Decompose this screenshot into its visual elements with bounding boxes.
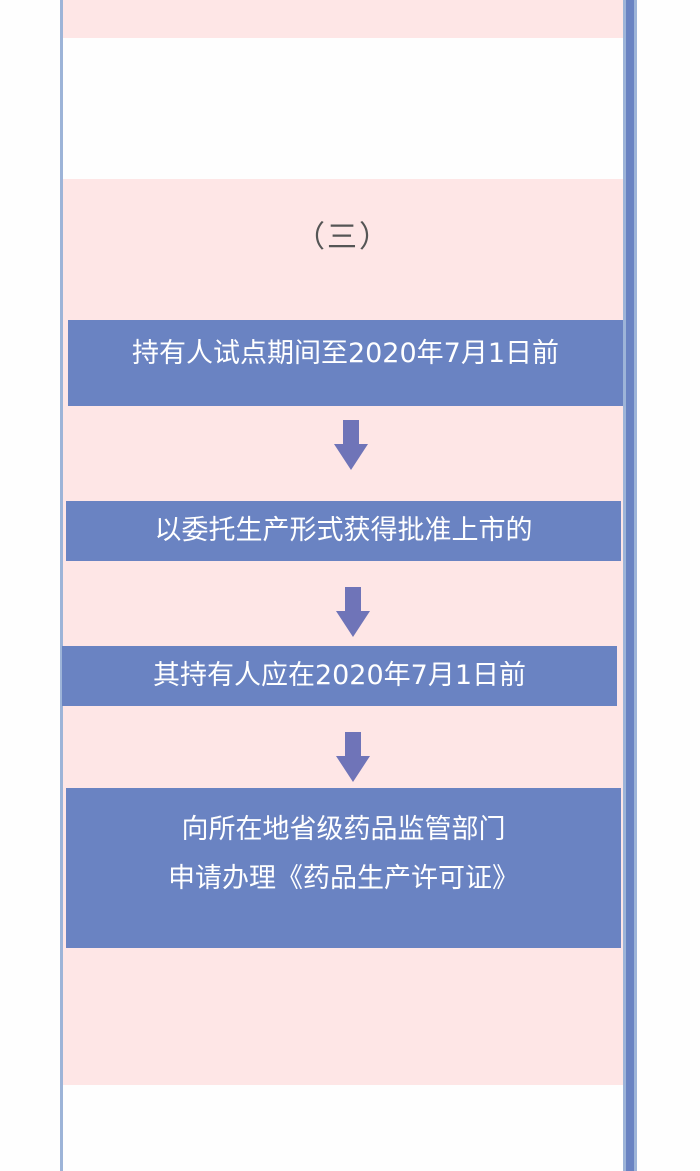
flow-step-3-label: 其持有人应在2020年7月1日前 (152, 659, 527, 691)
flow-step-4-line-1: 向所在地省级药品监管部门 (181, 814, 506, 846)
arrow-down-icon (334, 420, 368, 470)
flow-step-4: 向所在地省级药品监管部门 申请办理《药品生产许可证》 (66, 788, 621, 948)
flow-step-2: 以委托生产形式获得批准上市的 (66, 501, 621, 561)
flow-step-1-label: 持有人试点期间至2020年7月1日前 (131, 337, 560, 369)
frame-right-border-accent (626, 0, 634, 1171)
frame-left-border (60, 0, 63, 1171)
flow-step-1: 持有人试点期间至2020年7月1日前 (68, 320, 623, 406)
previous-section-panel (63, 0, 623, 38)
section-heading: （三） (295, 220, 391, 255)
flow-step-3: 其持有人应在2020年7月1日前 (62, 646, 617, 706)
arrow-down-icon (336, 587, 370, 637)
flow-step-2-label: 以委托生产形式获得批准上市的 (154, 514, 533, 546)
flow-step-4-line-2: 申请办理《药品生产许可证》 (168, 863, 519, 894)
arrow-down-icon (336, 732, 370, 782)
